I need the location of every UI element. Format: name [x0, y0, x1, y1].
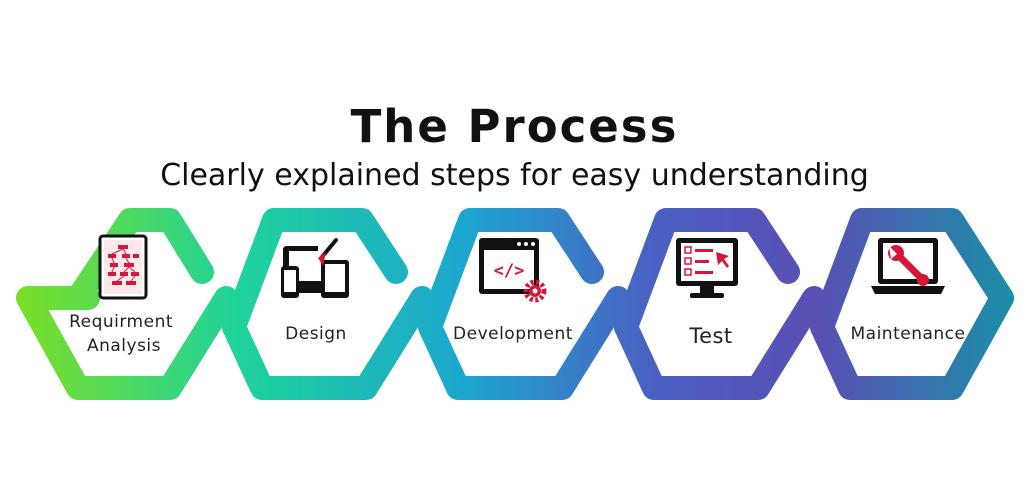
chain-segment-lower [810, 286, 1014, 400]
chain-segment-upper [614, 208, 800, 339]
chain-segment-lower [16, 286, 238, 400]
step-labels: Requirment Analysis Design Development T… [69, 312, 965, 356]
step-label-requirement-analysis: Requirment Analysis [69, 312, 179, 356]
code-window-gear-icon: </> [479, 238, 547, 303]
flowchart-document-icon [98, 234, 148, 300]
step-label-test: Test [688, 324, 732, 348]
process-chain [16, 208, 1014, 400]
devices-design-icon [281, 238, 349, 298]
chain-segment-upper [222, 208, 408, 339]
chain-segment-lower [222, 286, 434, 400]
page-title: The Process [350, 100, 679, 153]
step-label-development: Development [453, 324, 573, 344]
step-label-design: Design [285, 324, 347, 344]
chain-segment-lower [418, 286, 630, 400]
chain-segment-upper [810, 208, 1014, 339]
laptop-wrench-icon [871, 238, 945, 294]
step-label-line: Analysis [87, 336, 161, 356]
page-subtitle: Clearly explained steps for easy underst… [160, 158, 869, 193]
step-label-maintenance: Maintenance [851, 324, 966, 344]
svg-text:</>: </> [494, 261, 525, 281]
checklist-monitor-icon [676, 238, 738, 298]
chain-segment-upper [418, 208, 604, 339]
chain-segment-lower [614, 286, 826, 400]
step-label-line: Requirment [69, 312, 173, 332]
